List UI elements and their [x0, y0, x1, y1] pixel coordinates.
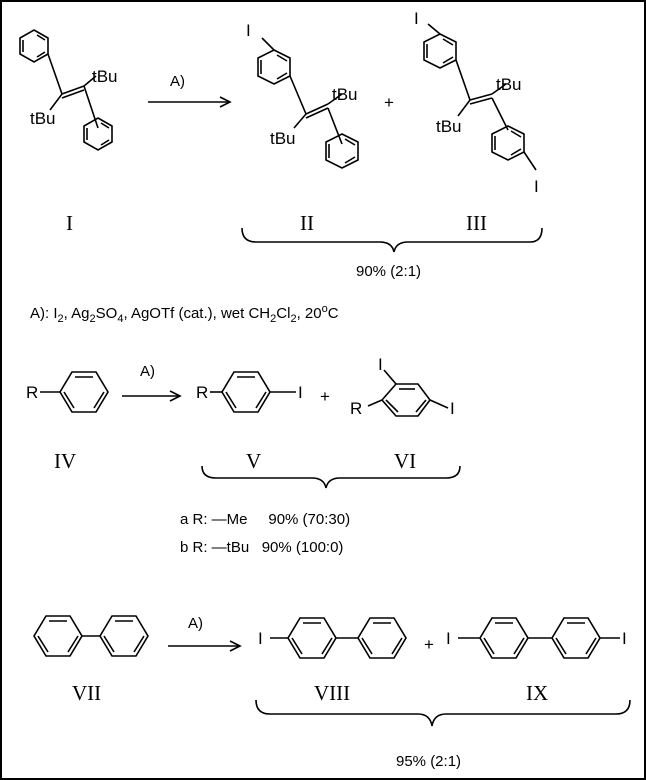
compound-VI-structure	[367, 369, 449, 417]
iodo-label: I	[378, 355, 383, 374]
compound-VI-label: VI	[394, 449, 416, 473]
tbu-label: tBu	[332, 85, 358, 104]
iodo-label: I	[446, 629, 451, 648]
plus-sign: +	[384, 93, 394, 112]
brace-1	[241, 227, 543, 253]
tbu-label: tBu	[92, 67, 118, 86]
r-label: R	[350, 399, 362, 418]
tbu-label: tBu	[496, 75, 522, 94]
compound-VII-structure	[33, 615, 149, 657]
compound-II-label: II	[300, 211, 314, 235]
iodo-label: I	[534, 177, 539, 196]
tbu-label: tBu	[30, 109, 56, 128]
compound-IX-structure	[458, 617, 620, 659]
compound-IV-structure	[40, 371, 109, 413]
iodo-label: I	[450, 399, 455, 418]
iodo-label: I	[246, 21, 251, 40]
compound-III-structure	[423, 23, 537, 171]
variant-b: b R: —tBu 90% (100:0)	[180, 539, 343, 556]
variant-a: a R: —Me 90% (70:30)	[180, 511, 350, 528]
compound-V-structure	[210, 371, 296, 413]
compound-V-label: V	[246, 449, 261, 473]
scheme-2	[40, 369, 461, 489]
scheme-3	[33, 615, 631, 727]
arrow-2-label: A)	[140, 363, 155, 380]
arrow-1-label: A)	[170, 73, 185, 90]
tbu-label: tBu	[270, 129, 296, 148]
scheme-1-text: tBu tBu A) I tBu tBu + I tBu tBu I I II …	[30, 9, 539, 280]
r-label: R	[26, 383, 38, 402]
compound-III-label: III	[466, 211, 487, 235]
brace-3	[255, 699, 631, 727]
tbu-label: tBu	[436, 117, 462, 136]
scheme-3-yield: 95% (2:1)	[396, 753, 461, 770]
plus-sign: +	[424, 635, 434, 654]
arrow-3-label: A)	[188, 615, 203, 632]
brace-2	[201, 465, 461, 489]
iodo-label: I	[622, 629, 627, 648]
scheme-1	[19, 23, 543, 253]
scheme-3-text: A) I + I I VII VIII IX 95% (2:1)	[72, 615, 627, 770]
iodo-label: I	[298, 383, 303, 402]
compound-VIII-structure	[270, 617, 407, 659]
compound-IX-label: IX	[526, 681, 548, 705]
compound-VIII-label: VIII	[314, 681, 350, 705]
plus-sign: +	[320, 387, 330, 406]
scheme-2-text: R A) R I + I R I IV V VI a R: —Me 90% (7…	[26, 355, 455, 556]
conditions: A): I2, Ag2SO4, AgOTf (cat.), wet CH2Cl2…	[30, 303, 339, 325]
compound-IV-label: IV	[54, 449, 76, 473]
r-label: R	[196, 383, 208, 402]
compound-I-structure	[19, 29, 113, 151]
compound-II-structure	[257, 37, 359, 169]
compound-VII-label: VII	[72, 681, 101, 705]
iodo-label: I	[258, 629, 263, 648]
scheme-1-yield: 90% (2:1)	[356, 263, 421, 280]
compound-I-label: I	[66, 211, 73, 235]
iodo-label: I	[414, 9, 419, 28]
